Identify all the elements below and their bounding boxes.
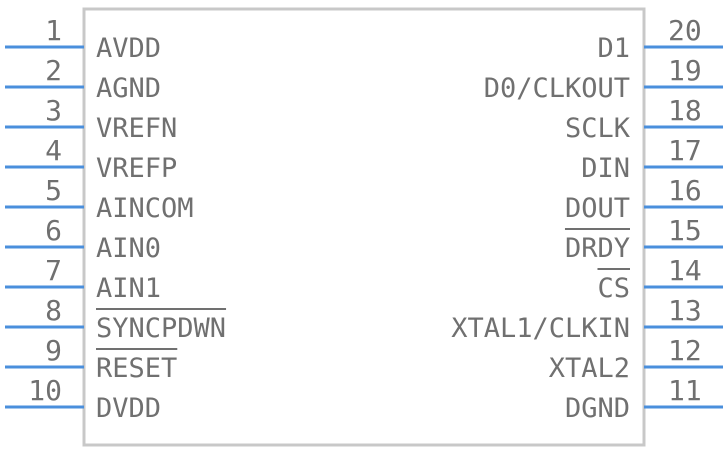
pin-11-label: DGND [565, 393, 630, 424]
pin-9-number: 9 [45, 334, 62, 367]
pin-15-label: DRDY [565, 233, 630, 264]
pin-1-number: 1 [45, 14, 62, 47]
pin-11-number: 11 [668, 374, 702, 407]
pin-16-label: DOUT [565, 193, 630, 224]
pin-12-number: 12 [668, 334, 702, 367]
pin-10-number: 10 [28, 374, 62, 407]
pin-15-number: 15 [668, 214, 702, 247]
pin-1-label: AVDD [96, 33, 161, 64]
pin-2-label: AGND [96, 73, 161, 104]
pin-10-label: DVDD [96, 393, 161, 424]
pin-13-label: XTAL1/CLKIN [451, 313, 630, 344]
pin-13-number: 13 [668, 294, 702, 327]
pin-19-number: 19 [668, 54, 702, 87]
pin-16-number: 16 [668, 174, 702, 207]
pin-3-label: VREFN [96, 113, 177, 144]
pin-8-label: SYNCPDWN [96, 313, 226, 344]
pin-19-label: D0/CLKOUT [484, 73, 630, 104]
pin-5-number: 5 [45, 174, 62, 207]
pin-14-label: CS [597, 273, 630, 304]
pin-8-number: 8 [45, 294, 62, 327]
pin-2-number: 2 [45, 54, 62, 87]
component-body [82, 7, 646, 447]
pin-18-label: SCLK [565, 113, 631, 144]
pin-7-number: 7 [45, 254, 62, 287]
pin-7-label: AIN1 [96, 273, 161, 304]
pin-6-label: AIN0 [96, 233, 161, 264]
pin-17-number: 17 [668, 134, 702, 167]
pin-12-label: XTAL2 [549, 353, 630, 384]
pin-18-number: 18 [668, 94, 702, 127]
pin-4-number: 4 [45, 134, 62, 167]
pin-5-label: AINCOM [96, 193, 194, 224]
pin-14-number: 14 [668, 254, 702, 287]
pin-20-number: 20 [668, 14, 702, 47]
pin-6-number: 6 [45, 214, 62, 247]
pin-4-label: VREFP [96, 153, 177, 184]
pin-17-label: DIN [581, 153, 630, 184]
pin-3-number: 3 [45, 94, 62, 127]
pin-9-label: RESET [96, 353, 177, 384]
pin-20-label: D1 [597, 33, 630, 64]
